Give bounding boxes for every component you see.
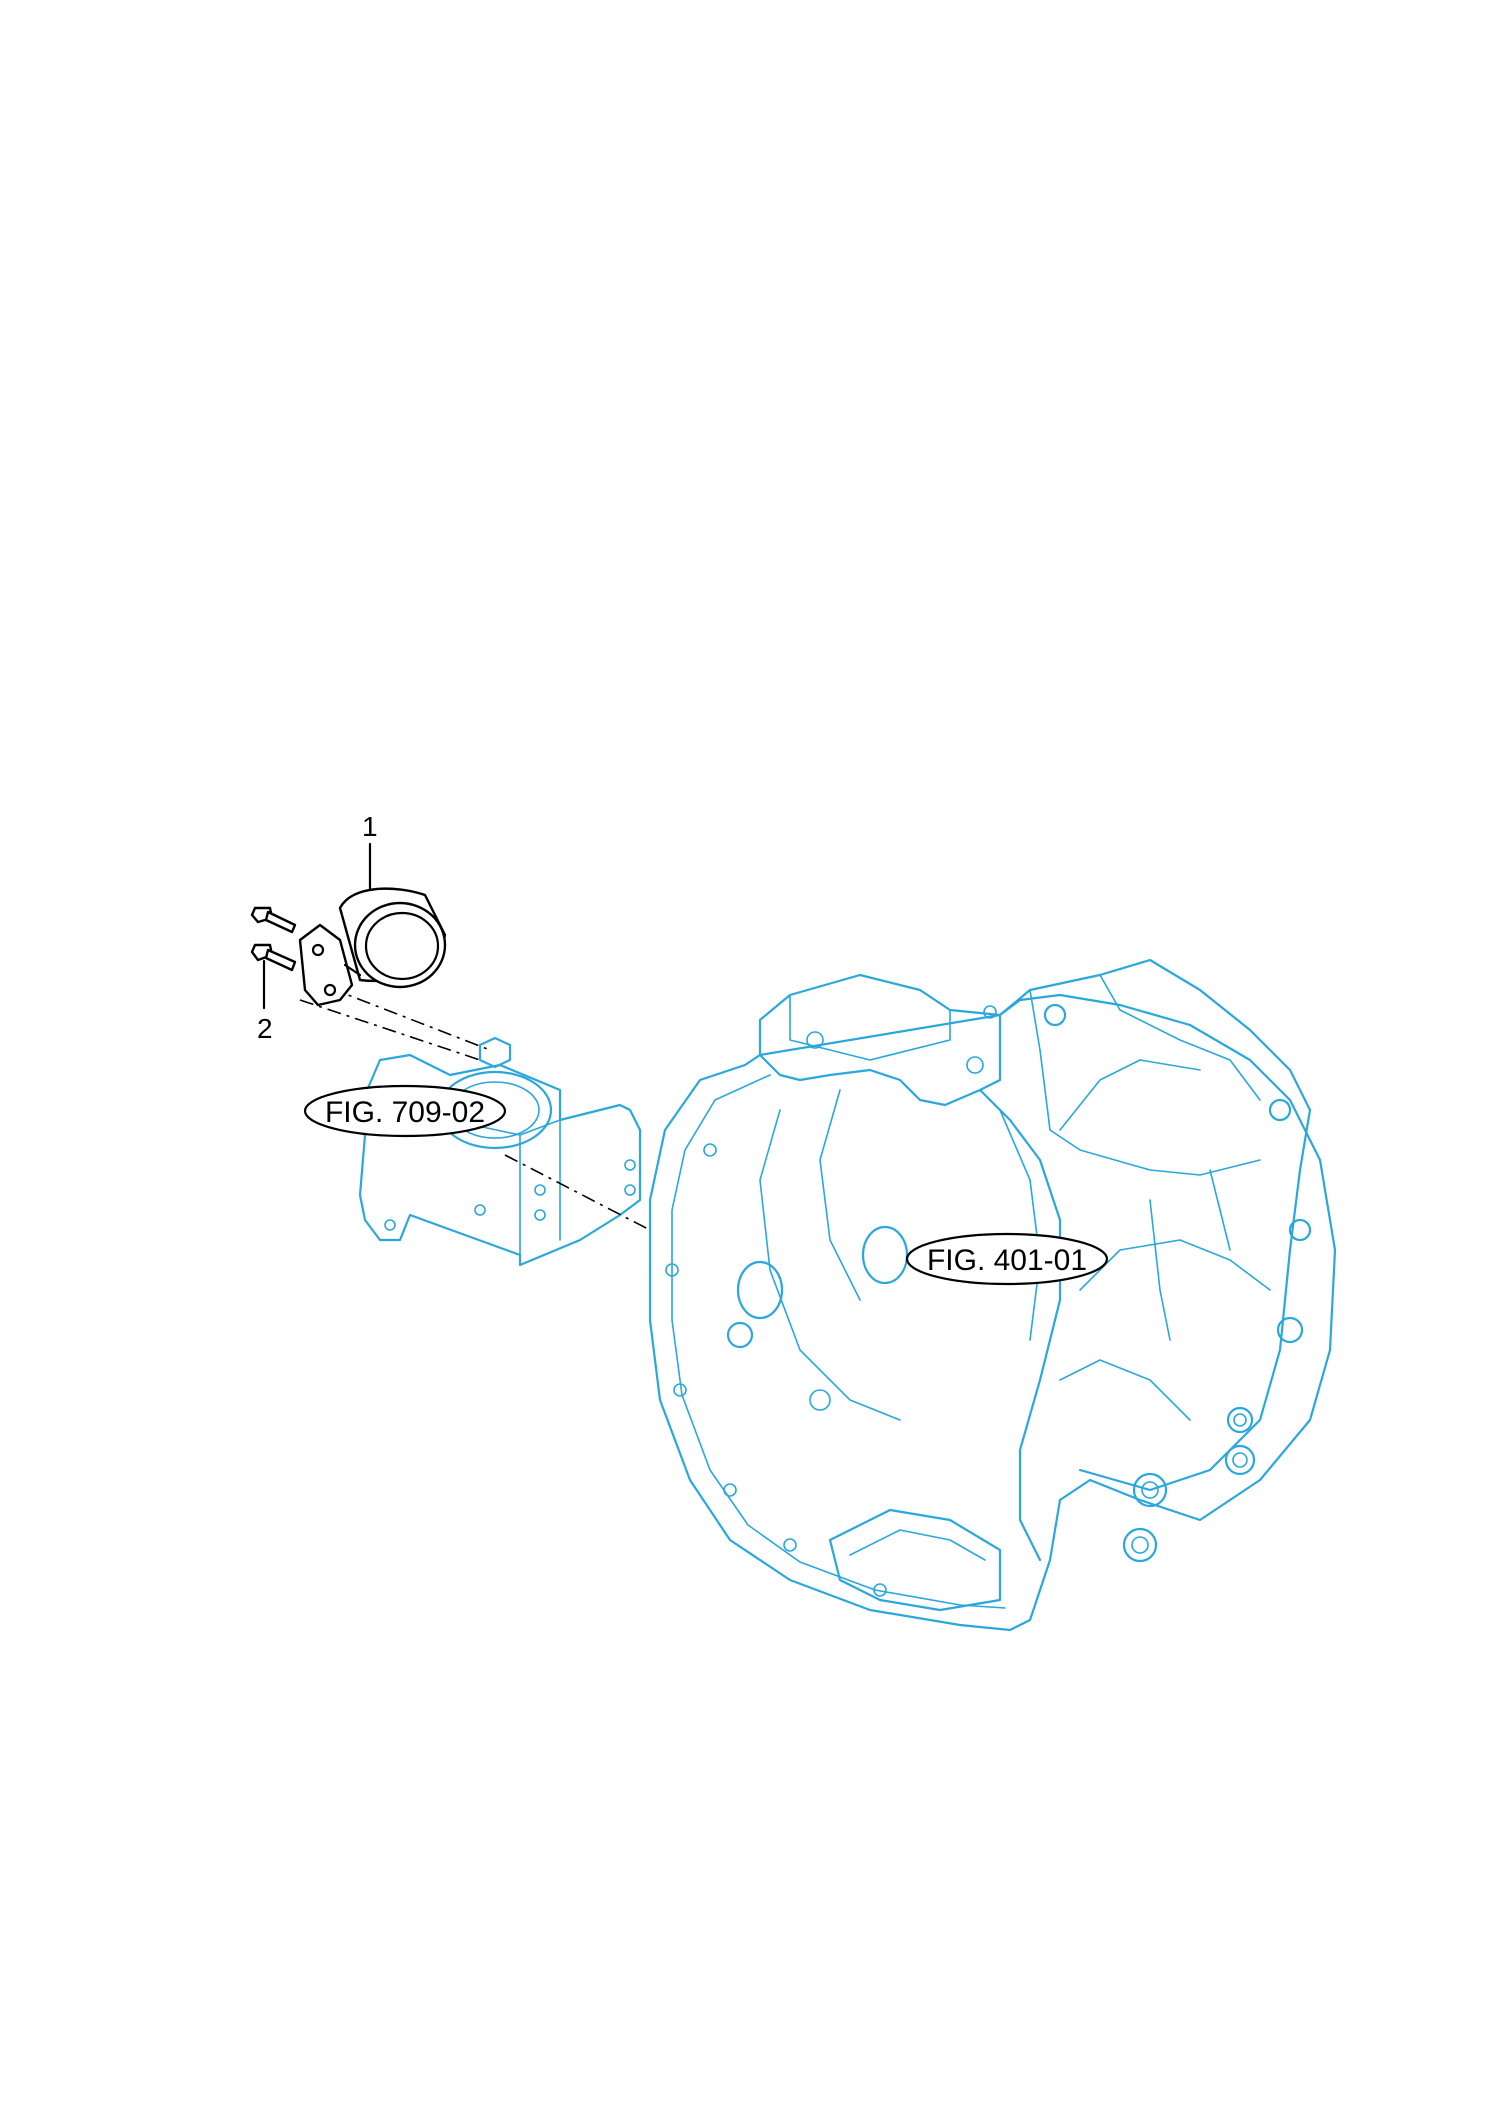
callout-2: 2	[257, 959, 273, 1044]
reference-401-01[interactable]: FIG. 401-01	[905, 1232, 1109, 1286]
bracket-drawing	[358, 1036, 642, 1267]
part-2-bolts-drawing	[250, 906, 297, 972]
reference-709-02[interactable]: FIG. 709-02	[303, 1084, 507, 1138]
callout-label-1: 1	[362, 811, 378, 842]
reference-label-709-02: FIG. 709-02	[325, 1096, 485, 1129]
part-1-bushing-drawing	[298, 887, 447, 1007]
reference-label-401-01: FIG. 401-01	[927, 1244, 1087, 1277]
callout-label-2: 2	[257, 1013, 273, 1044]
alignment-lines	[299, 987, 651, 1231]
callout-1: 1	[362, 811, 378, 892]
transmission-housing-drawing	[648, 958, 1337, 1632]
